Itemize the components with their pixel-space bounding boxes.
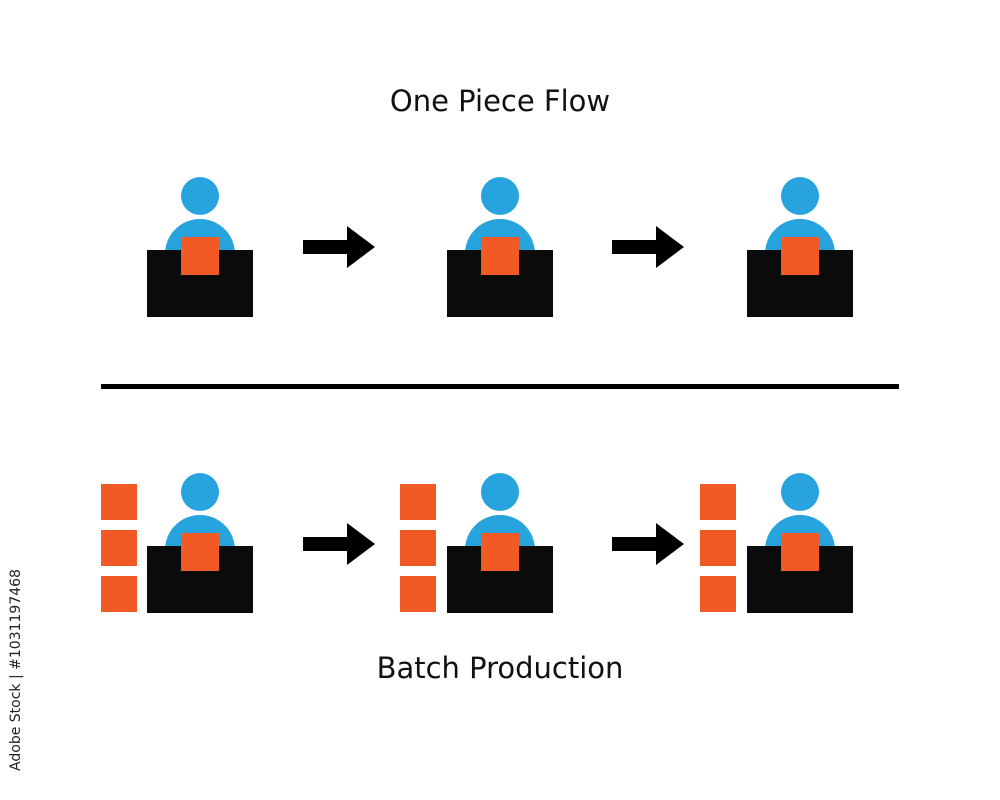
batch-queue: [700, 484, 736, 622]
workstation: [747, 473, 857, 618]
queued-piece: [400, 484, 436, 520]
workstation: [447, 473, 557, 618]
work-piece: [781, 533, 819, 571]
work-piece: [181, 533, 219, 571]
person-head-icon: [481, 177, 519, 215]
batch-queue: [400, 484, 436, 622]
batch-queue: [101, 484, 137, 622]
queued-piece: [101, 484, 137, 520]
queued-piece: [101, 576, 137, 612]
queued-piece: [101, 530, 137, 566]
one-piece-flow-title: One Piece Flow: [389, 84, 611, 118]
work-piece: [481, 533, 519, 571]
workstation: [447, 177, 557, 322]
flow-arrow-icon: [612, 523, 684, 565]
flow-arrow-icon: [612, 226, 684, 268]
workstation: [147, 177, 257, 322]
person-head-icon: [481, 473, 519, 511]
queued-piece: [400, 530, 436, 566]
person-head-icon: [181, 177, 219, 215]
person-head-icon: [181, 473, 219, 511]
work-piece: [481, 237, 519, 275]
workstation: [147, 473, 257, 618]
stock-watermark: Adobe Stock | #1031197468: [8, 569, 24, 771]
queued-piece: [700, 576, 736, 612]
section-divider: [101, 384, 899, 389]
workstation: [747, 177, 857, 322]
person-head-icon: [781, 177, 819, 215]
queued-piece: [400, 576, 436, 612]
person-head-icon: [781, 473, 819, 511]
queued-piece: [700, 530, 736, 566]
batch-production-title: Batch Production: [376, 651, 624, 685]
work-piece: [781, 237, 819, 275]
work-piece: [181, 237, 219, 275]
flow-arrow-icon: [303, 226, 375, 268]
queued-piece: [700, 484, 736, 520]
flow-arrow-icon: [303, 523, 375, 565]
